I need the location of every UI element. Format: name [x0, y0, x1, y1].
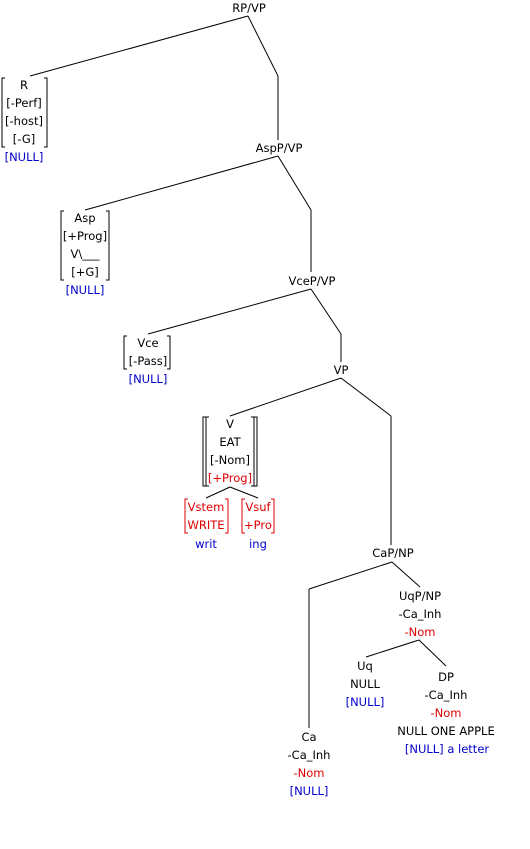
edge-vce-p-vp-bend	[310, 288, 342, 335]
node-r-null: [NULL]	[5, 150, 44, 164]
node-dp-nom: -Nom	[431, 706, 462, 720]
edge-vp-v	[229, 377, 342, 417]
node-ca-nom: -Nom	[294, 766, 325, 780]
node-dp-feat: -Ca_Inh	[425, 688, 468, 702]
node-uq-p-nom: -Nom	[405, 625, 436, 639]
edge-v-vstem	[205, 486, 231, 499]
node-vce-p: VceP/VP	[289, 274, 336, 288]
bracket-r	[1, 77, 48, 148]
node-vstem-cat: Vstem	[188, 500, 225, 514]
feature-brackets	[1, 77, 258, 487]
node-v-lex: EAT	[219, 435, 241, 449]
edge-asp-p-asp	[84, 155, 279, 211]
node-uq-feat: NULL	[350, 677, 380, 691]
feature-brackets-red	[184, 498, 275, 534]
bracket-vsuf	[241, 498, 275, 534]
bracket-vstem	[184, 498, 229, 534]
edge-vp-cap-bend	[340, 377, 392, 417]
node-rp: RP/VP	[232, 1, 266, 15]
node-ca-feat: -Ca_Inh	[288, 748, 331, 762]
edge-asp-p-vce-bend	[277, 155, 312, 211]
node-v-feat-nom: [-Nom]	[210, 453, 250, 467]
edge-rp-r	[29, 15, 249, 77]
node-r-feat-host: [-host]	[5, 114, 43, 128]
node-asp-cat: Asp	[74, 211, 95, 225]
node-r-feat-perf: [-Perf]	[6, 96, 42, 110]
node-vsuf-cat: Vsuf	[245, 500, 271, 514]
node-uq-p-feat: -Ca_Inh	[399, 607, 442, 621]
node-asp-p: AspP/VP	[256, 141, 303, 155]
node-dp: DP	[438, 670, 454, 684]
bracket-asp	[60, 210, 110, 281]
bracket-vce	[123, 335, 171, 370]
node-uq-null: [NULL]	[346, 695, 385, 709]
edge-v-vsuf	[229, 486, 259, 499]
node-r-feat-g: [-G]	[13, 132, 35, 146]
node-uq: Uq	[357, 659, 373, 673]
node-vsuf-word: ing	[249, 537, 267, 551]
edge-rp-asp-bend	[247, 15, 279, 77]
node-vce-cat: Vce	[137, 336, 158, 350]
node-ca-p: CaP/NP	[372, 546, 413, 560]
node-ca-null: [NULL]	[290, 784, 329, 798]
node-vstem-lex: WRITE	[187, 518, 224, 532]
tree-edges	[29, 15, 447, 728]
node-vp: VP	[334, 363, 349, 377]
node-asp-feat-v: V\___	[71, 247, 100, 261]
node-v-cat: V	[226, 417, 234, 431]
node-ca: Ca	[301, 730, 316, 744]
node-uq-p: UqP/NP	[399, 589, 441, 603]
edge-cap-uqp	[391, 561, 421, 588]
node-asp-feat-g: [+G]	[71, 265, 99, 279]
node-vsuf-feat: +Pro	[244, 518, 272, 532]
node-vstem-word: writ	[195, 537, 217, 551]
edge-uqp-dp	[418, 639, 447, 667]
node-vce-feat-pass: [-Pass]	[129, 354, 168, 368]
node-v-feat-prog: [+Prog]	[208, 471, 252, 485]
bracket-v	[202, 416, 258, 487]
edge-vce-p-vce	[147, 288, 312, 335]
node-asp-null: [NULL]	[66, 283, 105, 297]
node-dp-gloss: [NULL] a letter	[405, 742, 490, 756]
edge-cap-ca-bend	[308, 561, 393, 590]
node-dp-word: NULL ONE APPLE	[397, 724, 494, 738]
node-vce-null: [NULL]	[129, 372, 168, 386]
node-r-cat: R	[20, 78, 28, 92]
node-asp-feat-prog: [+Prog]	[63, 229, 107, 243]
edge-uqp-uq	[365, 639, 420, 658]
